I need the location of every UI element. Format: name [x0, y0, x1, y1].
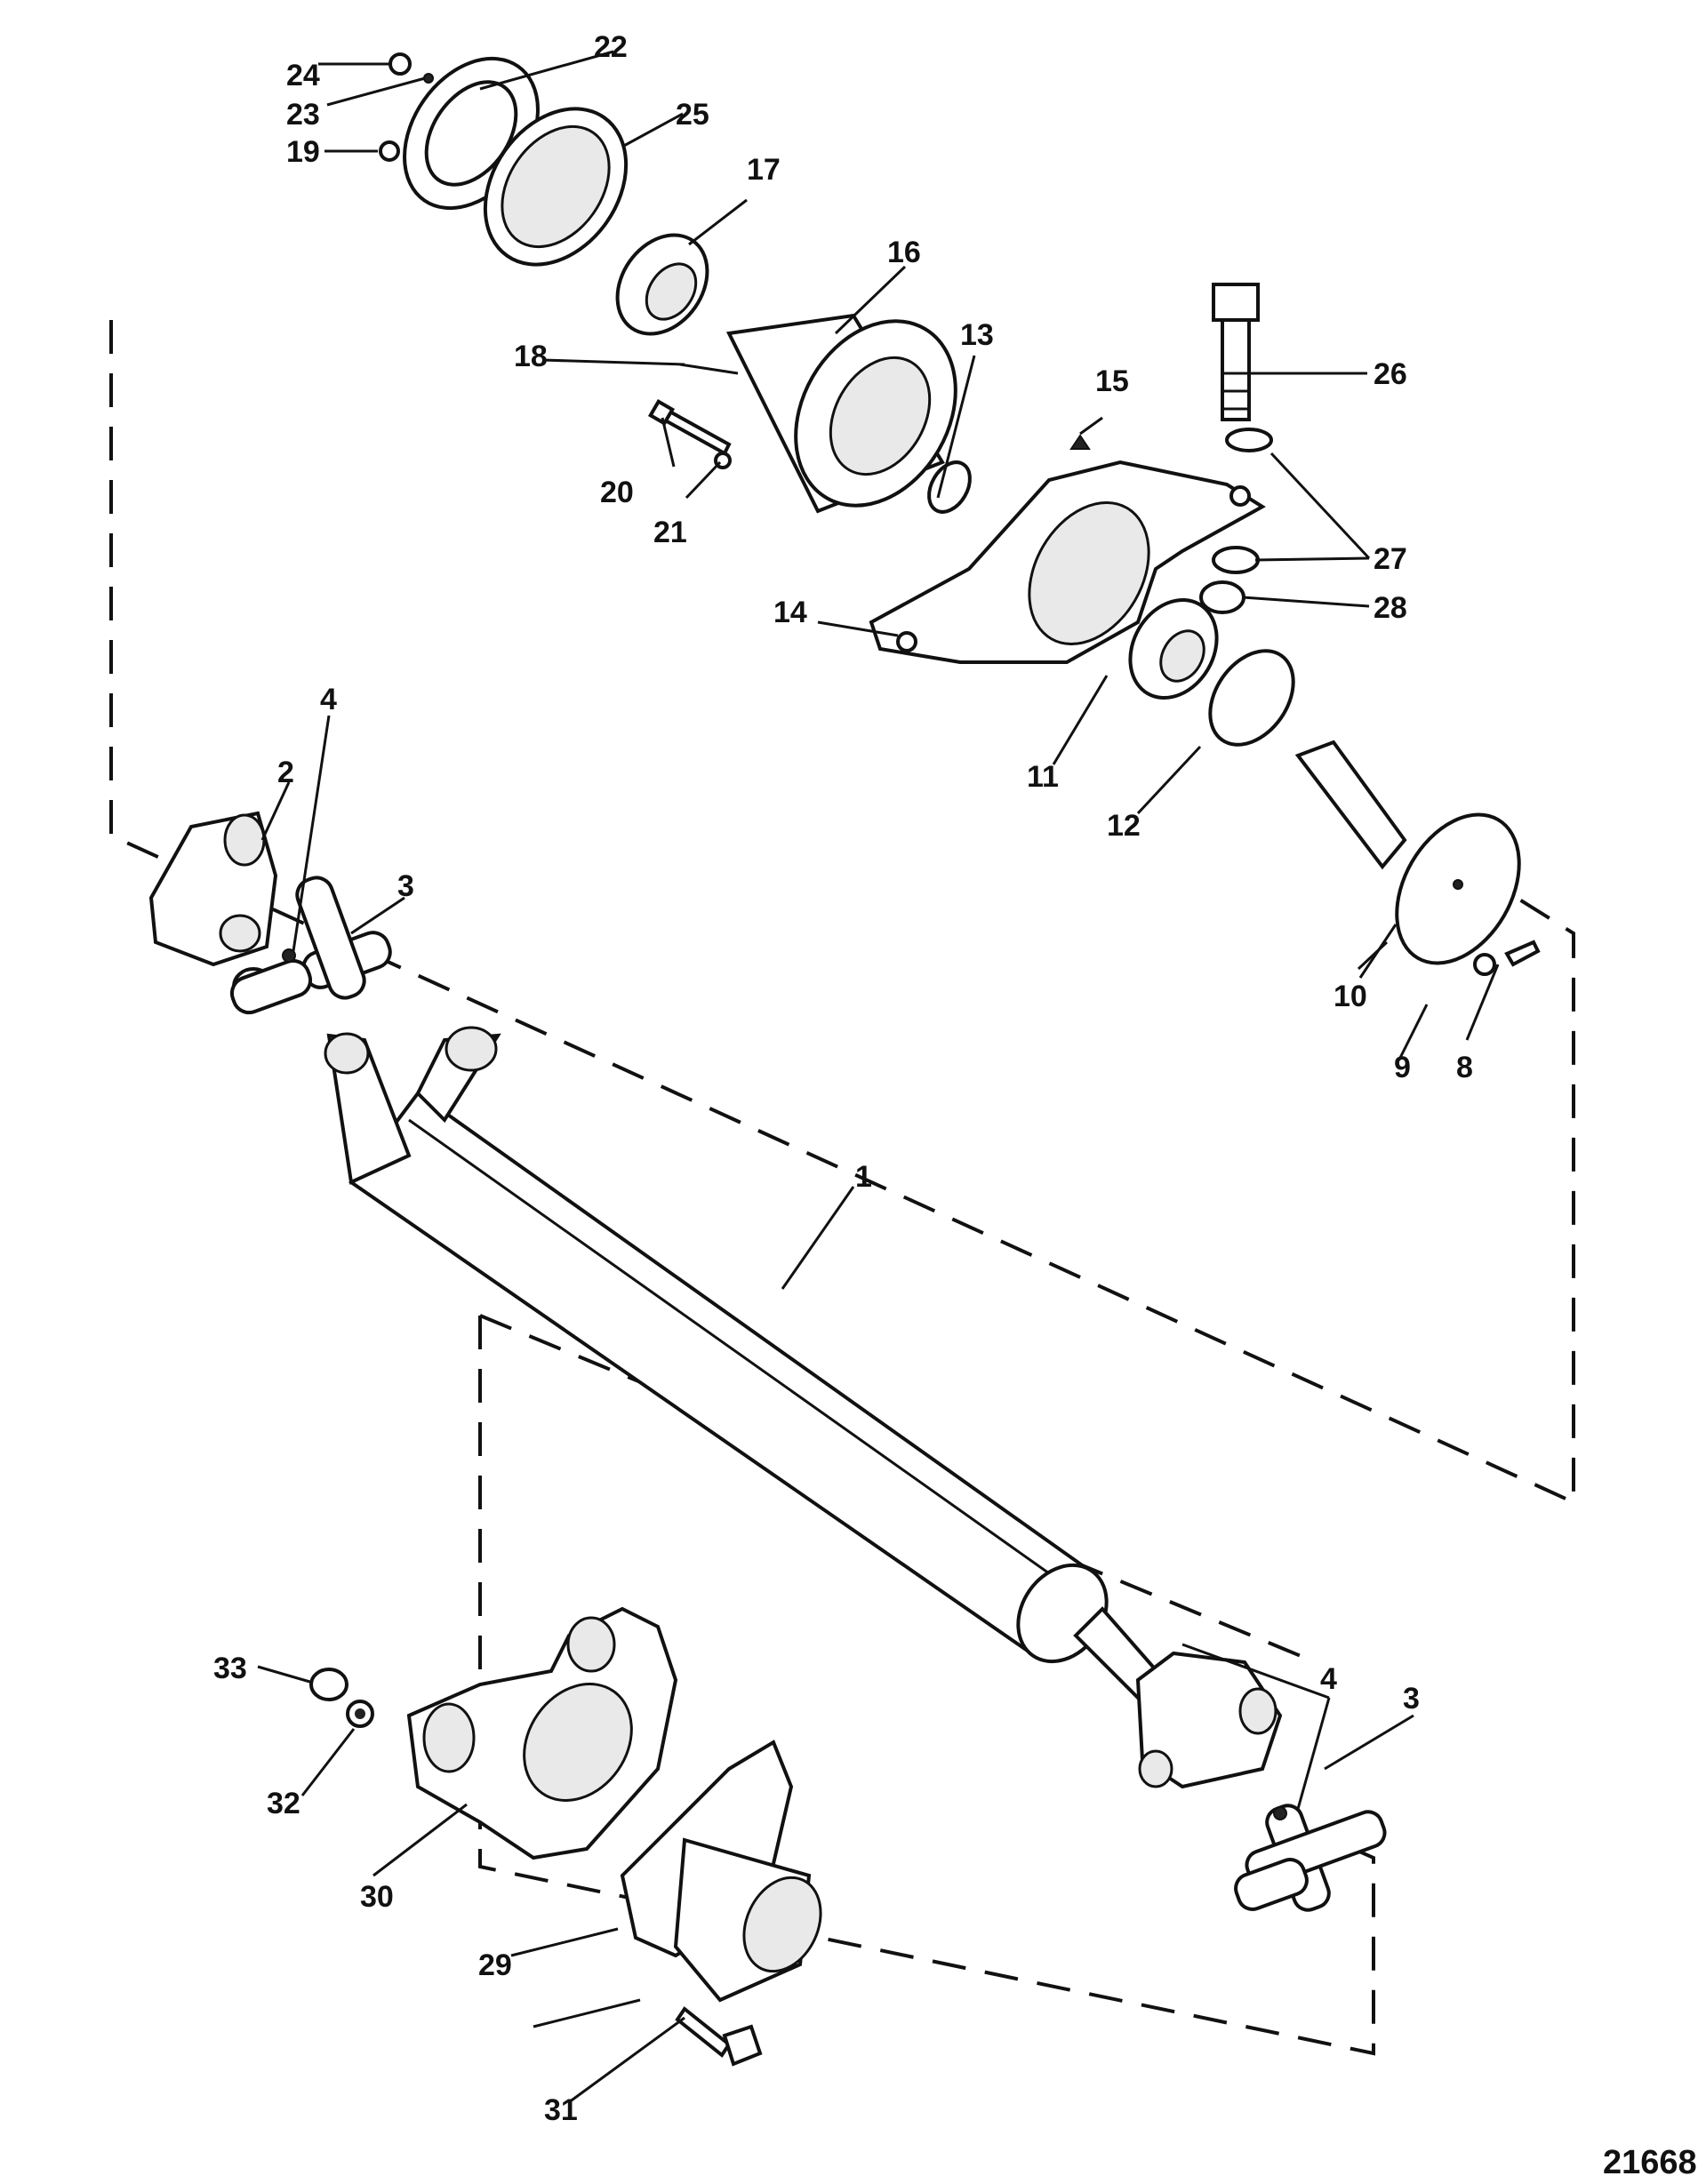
callout-15: 15: [1095, 364, 1129, 398]
bolt-26: [1212, 283, 1260, 421]
callout-9: 9: [1394, 1051, 1411, 1084]
callout-1: 1: [855, 1160, 872, 1194]
snap-ring-12: [1208, 649, 1295, 747]
callout-2: 2: [277, 756, 294, 789]
assembly-guide-lines: [109, 320, 1575, 2056]
callout-32: 32: [267, 1787, 300, 1820]
callout-27: 27: [1374, 542, 1407, 576]
bearing-support-14: [869, 460, 1266, 664]
callout-19: 19: [286, 135, 320, 169]
flange-yoke-30: [406, 1606, 678, 1860]
drive-shaft-tube-1: [324, 1026, 1109, 1664]
callout-12: 12: [1107, 809, 1141, 843]
callout-labels: 1 2 3 3 4 4 8 9 10 11 12 13 14 15 16 17 …: [213, 30, 1473, 2127]
leader-lines: [257, 50, 1500, 2104]
bearing-11: [1128, 597, 1219, 700]
callout-33: 33: [213, 1652, 247, 1685]
snap-ring-13: [927, 460, 972, 514]
grease-fitting-4-upper: [282, 948, 296, 963]
callout-25: 25: [676, 98, 709, 132]
callout-3-lower: 3: [1403, 1682, 1420, 1716]
u-joint-3-lower: [1234, 1804, 1387, 1912]
callout-13: 13: [960, 318, 994, 352]
callout-23: 23: [286, 98, 320, 132]
figure-number: 21668: [1603, 2144, 1697, 2181]
bolt-8: [1504, 940, 1541, 967]
callout-10: 10: [1334, 980, 1367, 1013]
nut-33: [309, 1668, 348, 1701]
callout-31: 31: [544, 2093, 578, 2127]
callout-18: 18: [514, 340, 548, 373]
callout-11: 11: [1027, 760, 1059, 794]
bolt-31: [675, 2006, 763, 2067]
callout-8: 8: [1456, 1051, 1473, 1084]
u-joint-3-upper: [229, 876, 392, 1015]
washer-32: [346, 1700, 374, 1728]
callout-4-lower: 4: [1320, 1662, 1337, 1696]
end-yoke-2: [148, 811, 278, 967]
slip-yoke: [1073, 1606, 1283, 1789]
bearing-housing-16: [725, 313, 957, 514]
bolt-20: [647, 398, 732, 456]
companion-flange-29: [620, 1740, 822, 2003]
bearing-cup-25: [483, 107, 629, 267]
callout-14: 14: [773, 596, 807, 629]
callout-20: 20: [600, 476, 634, 509]
callout-28: 28: [1374, 591, 1407, 625]
callout-26: 26: [1374, 357, 1407, 391]
callout-21: 21: [653, 516, 687, 549]
grease-fitting-4-lower: [1273, 1806, 1287, 1820]
nut-28: [1199, 580, 1245, 614]
stud-18: [679, 363, 739, 375]
washer-9: [1473, 953, 1496, 976]
callout-30: 30: [360, 1880, 394, 1914]
callout-3-upper: 3: [397, 869, 414, 903]
callout-24: 24: [286, 59, 320, 92]
grease-fitting-15: [1069, 434, 1091, 450]
callout-16: 16: [887, 236, 921, 269]
callout-22: 22: [594, 30, 628, 64]
callout-29: 29: [478, 1948, 512, 1982]
callout-17: 17: [747, 153, 781, 187]
flange-shaft-10: [1294, 740, 1521, 965]
bearing-17: [615, 233, 709, 336]
callout-4-upper: 4: [320, 683, 337, 716]
